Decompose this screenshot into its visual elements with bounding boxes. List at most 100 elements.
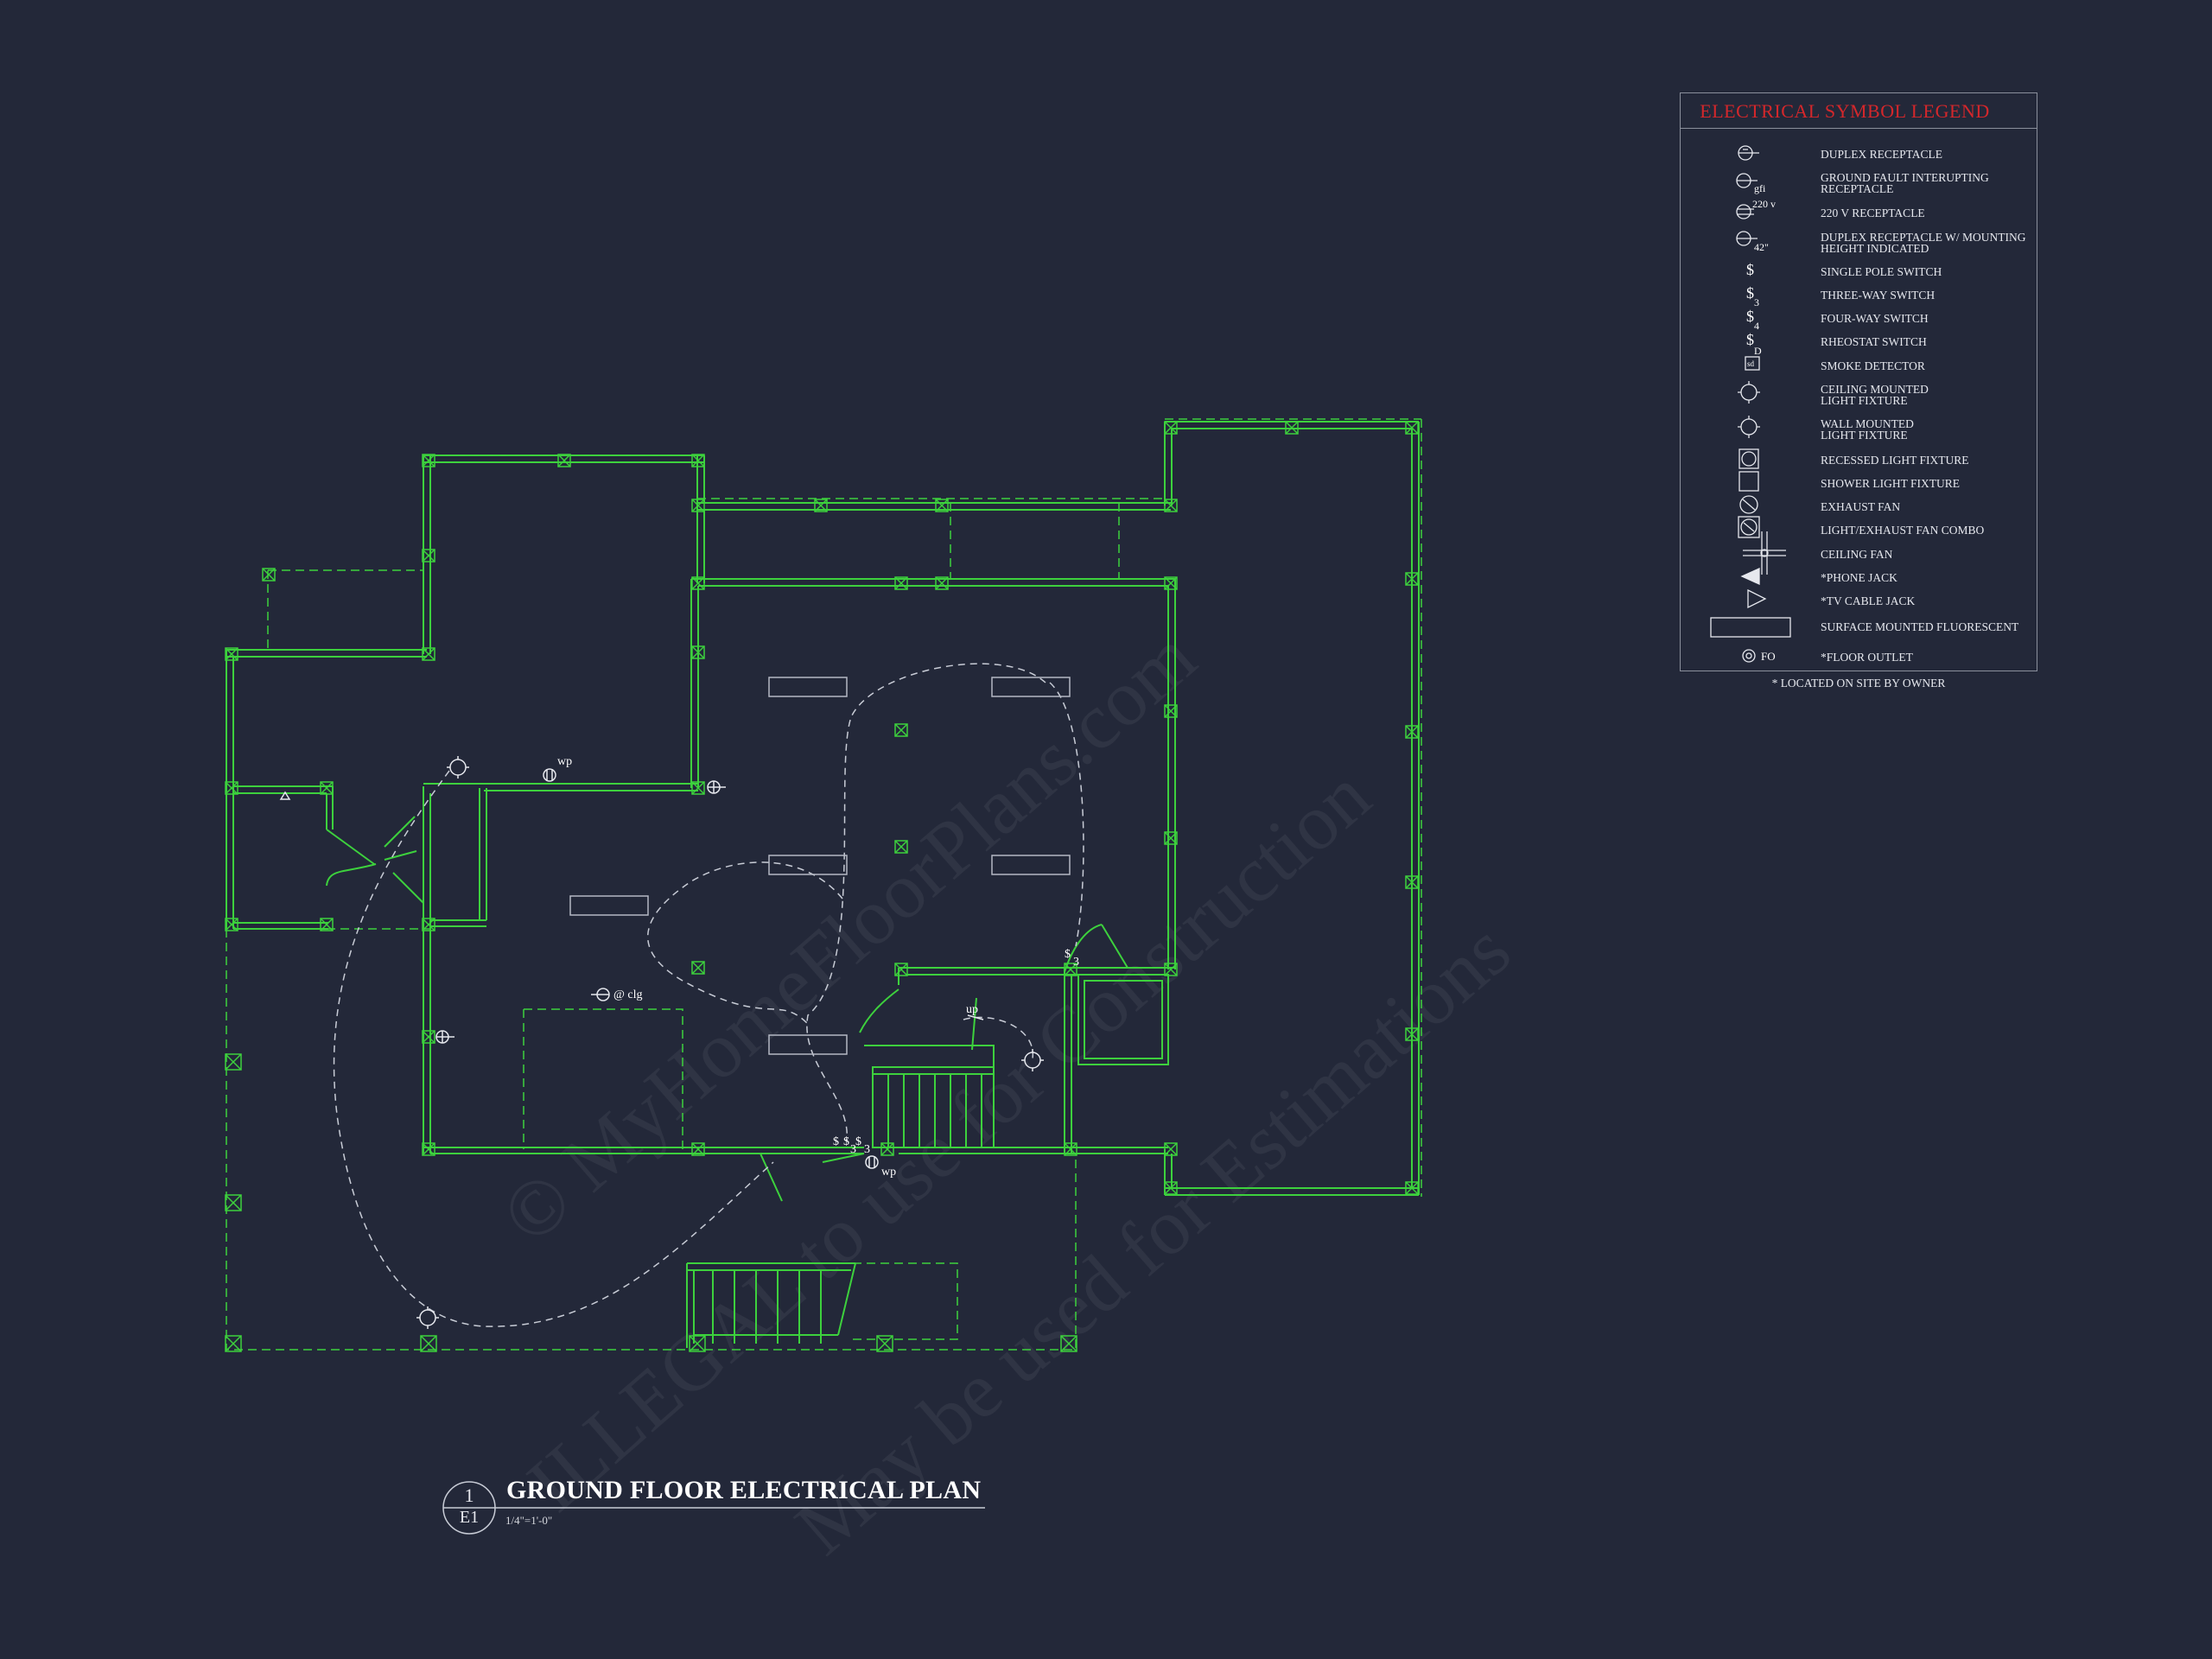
fluorescent-fixture-2 (991, 677, 1071, 697)
receptacle-clg (591, 988, 610, 1001)
legend-label-exhaust-fan: EXHAUST FAN (1821, 500, 1901, 513)
wall-interior-partition (423, 786, 487, 1154)
switch-three-way-bottom-1: $ (843, 1135, 849, 1148)
rheostat-switch-sub: D (1754, 345, 1762, 357)
door-swing-bottom (760, 1153, 865, 1202)
duplex-receptacle-icon (1738, 145, 1759, 161)
column-marker (420, 1335, 437, 1352)
switch-three-way-bottom-2: $ (855, 1135, 861, 1148)
legend-label-floor-outlet: *FLOOR OUTLET (1821, 651, 1913, 664)
door-swing-mid (384, 816, 424, 904)
exhaust-fan-icon (1739, 495, 1758, 514)
column-marker (320, 918, 334, 931)
receptacle-right (707, 780, 726, 794)
circuit-wire-2 (1049, 682, 1084, 947)
fluorescent-fixture-1 (768, 677, 848, 697)
column-marker (1164, 1142, 1178, 1156)
circuit-wire-3 (333, 770, 774, 1327)
circuit-wire-5 (963, 1016, 1033, 1059)
up-arrow (967, 1014, 984, 1020)
dashed-front-stair (687, 1262, 958, 1340)
legend-label-recessed-light: RECESSED LIGHT FIXTURE (1821, 454, 1969, 467)
drawing-title: GROUND FLOOR ELECTRICAL PLAN (506, 1476, 982, 1504)
legend-label-three-way-switch: THREE-WAY SWITCH (1821, 289, 1936, 302)
column-marker (422, 549, 435, 563)
gfi-marker: gfi (1754, 182, 1766, 194)
legend-label-220v-receptacle: 220 V RECEPTACLE (1821, 207, 1925, 219)
fluorescent-fixture-5 (569, 895, 649, 916)
fluorescent-fixture-4 (991, 855, 1071, 875)
legend-label-four-way-switch: FOUR-WAY SWITCH (1821, 312, 1929, 325)
tv-jack-icon (1747, 588, 1767, 609)
label-wp-top: wp (557, 755, 572, 768)
front-stair (686, 1262, 856, 1348)
legend-label-single-pole-switch: SINGLE POLE SWITCH (1821, 265, 1942, 278)
column-marker (1164, 704, 1178, 718)
label-wp-bottom: wp (881, 1166, 896, 1179)
column-marker (691, 454, 705, 467)
column-marker (894, 576, 908, 590)
wall-left-upper-room (423, 454, 705, 654)
interior-stair (872, 1066, 995, 1148)
column-marker (691, 781, 705, 795)
legend-label-fluorescent: SURFACE MOUNTED FLUORESCENT (1821, 620, 2019, 633)
smoke-detector-marker: sd (1747, 359, 1755, 368)
wall-bottom-inner (423, 1147, 1168, 1154)
column-marker (422, 918, 435, 931)
dashed-top-border (423, 418, 1422, 1197)
wall-top-strip (696, 502, 1171, 583)
column-marker (691, 645, 705, 659)
smoke-detector-icon (1745, 356, 1760, 371)
column-marker (1164, 1181, 1178, 1195)
column-marker (422, 1142, 435, 1156)
recessed-light-icon (1738, 448, 1759, 469)
column-marker (894, 963, 908, 976)
legend-label-light-exhaust-fan: LIGHT/EXHAUST FAN COMBO (1821, 524, 1985, 537)
column-marker (225, 647, 238, 661)
ceiling-light-fixture (447, 756, 469, 779)
fluorescent-fixture-6 (768, 1034, 848, 1055)
column-marker (814, 499, 828, 512)
column-marker (1405, 421, 1419, 435)
column-marker (1405, 572, 1419, 586)
column-marker (691, 961, 705, 975)
column-marker (880, 1142, 894, 1156)
stair-landing (859, 968, 995, 1067)
dashed-lower-box (523, 1008, 683, 1149)
column-marker (225, 1053, 242, 1071)
column-marker (1164, 421, 1178, 435)
phone-jack-icon (1740, 567, 1760, 586)
legend-label-ceiling-light: CEILING MOUNTED LIGHT FIXTURE (1821, 383, 1929, 407)
title-detail-number: 1 (464, 1484, 474, 1506)
wall-light-icon (1738, 416, 1760, 438)
column-marker (422, 1030, 435, 1044)
three-way-switch-sub: 3 (1754, 296, 1759, 308)
fluorescent-fixture-3 (768, 855, 848, 875)
floor-outlet-marker: FO (1761, 650, 1776, 663)
legend-label-duplex-receptacle: DUPLEX RECEPTACLE (1821, 148, 1943, 161)
circuit-wire-1 (806, 663, 1046, 1141)
column-marker (225, 781, 238, 795)
legend-label-tv-jack: *TV CABLE JACK (1821, 594, 1916, 607)
wall-main-block (690, 578, 1176, 969)
legend-divider (1681, 128, 2037, 129)
shower-light-icon (1738, 471, 1759, 492)
legend-label-smoke-detector: SMOKE DETECTOR (1821, 359, 1925, 372)
wall-mid-horizontal (423, 783, 698, 791)
legend-note: * LOCATED ON SITE BY OWNER (1771, 677, 1946, 690)
phone-jack-plan (279, 791, 291, 800)
switch-three-way-bottom-2-sub: 3 (864, 1143, 870, 1156)
switch-single-bottom: $ (833, 1135, 839, 1148)
column-marker (691, 1142, 705, 1156)
legend-label-wall-light: WALL MOUNTED LIGHT FIXTURE (1821, 417, 1914, 442)
switch-three-way-right-sub: 3 (1073, 956, 1079, 969)
column-marker (1405, 1181, 1419, 1195)
legend-label-shower-light: SHOWER LIGHT FIXTURE (1821, 477, 1960, 490)
column-marker (689, 1335, 706, 1352)
four-way-switch-sub: 4 (1754, 320, 1759, 332)
column-marker (225, 1194, 242, 1211)
height-marker: 42" (1754, 241, 1769, 253)
dashed-left-bump (267, 569, 423, 650)
wp-receptacle-top (543, 768, 556, 782)
